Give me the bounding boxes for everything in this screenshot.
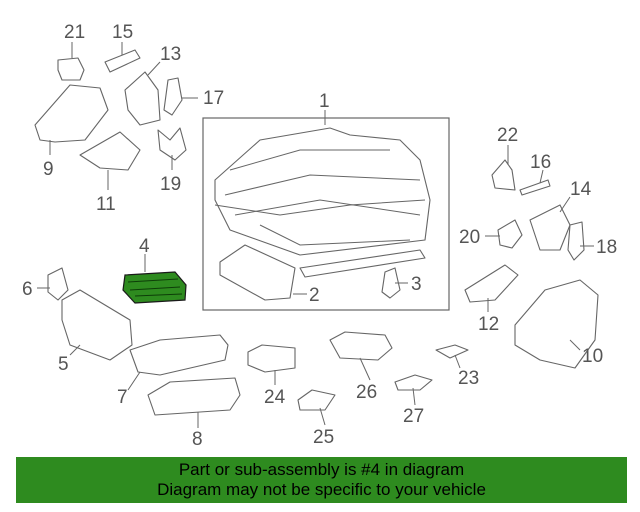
part-22[interactable] bbox=[491, 159, 516, 191]
callout-11[interactable]: 11 bbox=[96, 194, 116, 215]
part-24[interactable] bbox=[247, 344, 296, 373]
callout-9[interactable]: 9 bbox=[43, 159, 54, 180]
part-23[interactable] bbox=[435, 344, 469, 359]
callout-23[interactable]: 23 bbox=[458, 368, 479, 389]
callout-5[interactable]: 5 bbox=[58, 354, 69, 375]
part-15[interactable] bbox=[104, 49, 141, 73]
callout-20[interactable]: 20 bbox=[459, 227, 480, 248]
callout-27[interactable]: 27 bbox=[403, 406, 424, 427]
part-11[interactable] bbox=[79, 131, 141, 171]
callout-12[interactable]: 12 bbox=[478, 314, 499, 335]
part-13[interactable] bbox=[124, 71, 161, 126]
callout-17[interactable]: 17 bbox=[203, 88, 224, 109]
part-17[interactable] bbox=[163, 77, 183, 116]
part-6[interactable] bbox=[47, 267, 69, 301]
seat-frame-part[interactable] bbox=[214, 127, 431, 256]
seat-adjuster-part[interactable] bbox=[219, 244, 296, 301]
part-27[interactable] bbox=[394, 374, 433, 391]
part-3[interactable] bbox=[381, 267, 401, 299]
part-8[interactable] bbox=[147, 377, 241, 416]
part-21[interactable] bbox=[57, 57, 85, 81]
part-10[interactable] bbox=[514, 279, 599, 369]
callout-labels: 21 15 13 17 9 11 19 1 22 16 14 20 18 4 6… bbox=[22, 22, 617, 450]
part-14[interactable] bbox=[529, 204, 571, 251]
part-16[interactable] bbox=[519, 179, 551, 196]
callout-25[interactable]: 25 bbox=[313, 427, 334, 448]
callout-8[interactable]: 8 bbox=[192, 429, 203, 450]
part-5[interactable] bbox=[61, 289, 133, 361]
part-18[interactable] bbox=[567, 221, 585, 261]
part-9[interactable] bbox=[34, 84, 109, 143]
leader-lines bbox=[37, 42, 594, 428]
part-outlines bbox=[34, 49, 599, 416]
callout-21[interactable]: 21 bbox=[64, 22, 85, 43]
callout-10[interactable]: 10 bbox=[582, 346, 603, 367]
part-12[interactable] bbox=[464, 264, 519, 303]
callout-2[interactable]: 2 bbox=[309, 285, 320, 306]
callout-7[interactable]: 7 bbox=[117, 387, 128, 408]
part-4-module[interactable] bbox=[122, 254, 187, 304]
seat-rail-part[interactable] bbox=[299, 249, 426, 278]
part-19[interactable] bbox=[157, 127, 187, 161]
callout-1[interactable]: 1 bbox=[319, 91, 330, 112]
callout-4[interactable]: 4 bbox=[139, 236, 150, 257]
callout-26[interactable]: 26 bbox=[356, 382, 377, 403]
callout-19[interactable]: 19 bbox=[160, 174, 181, 195]
callout-24[interactable]: 24 bbox=[264, 387, 286, 408]
banner-line-1: Part or sub-assembly is #4 in diagram bbox=[178, 460, 465, 479]
part-7[interactable] bbox=[129, 334, 229, 376]
banner-line-2: Diagram may not be specific to your vehi… bbox=[157, 480, 486, 499]
seat-frame-group bbox=[202, 117, 450, 311]
part-20[interactable] bbox=[497, 219, 523, 249]
callout-15[interactable]: 15 bbox=[112, 22, 133, 43]
callout-16[interactable]: 16 bbox=[530, 152, 551, 173]
callout-13[interactable]: 13 bbox=[160, 44, 181, 65]
info-banner: Part or sub-assembly is #4 in diagram Di… bbox=[16, 457, 627, 503]
callout-6[interactable]: 6 bbox=[22, 279, 33, 300]
callout-14[interactable]: 14 bbox=[570, 179, 592, 200]
parts-diagram: 21 15 13 17 9 11 19 1 22 16 14 20 18 4 6… bbox=[22, 22, 617, 450]
callout-22[interactable]: 22 bbox=[497, 125, 518, 146]
part-26[interactable] bbox=[329, 331, 393, 361]
part-25[interactable] bbox=[297, 389, 336, 411]
callout-3[interactable]: 3 bbox=[411, 274, 422, 295]
callout-18[interactable]: 18 bbox=[596, 237, 617, 258]
